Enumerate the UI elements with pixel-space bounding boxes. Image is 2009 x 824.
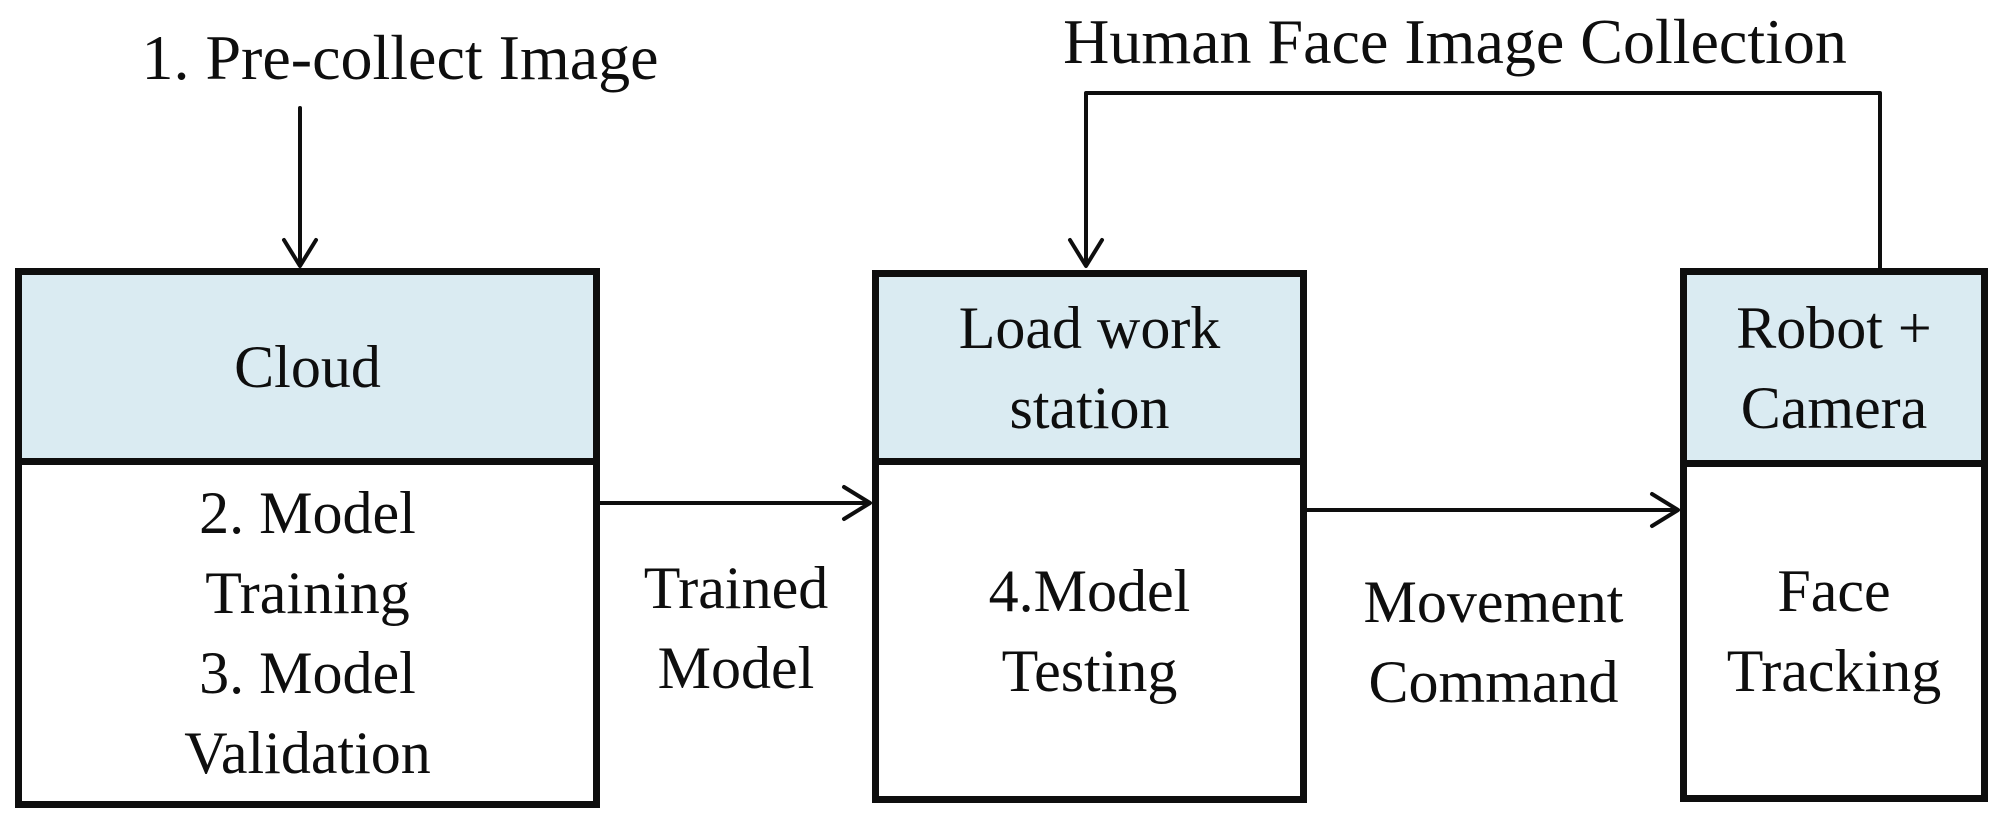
cloud-step-2-training: Training xyxy=(205,560,410,626)
precollect-image-label: 1. Pre-collect Image xyxy=(100,22,700,94)
load-work-station-header: Load work station xyxy=(879,277,1300,465)
load-work-station-body: 4.Model Testing xyxy=(879,465,1300,796)
feedback-line-face-collection xyxy=(1068,91,1882,272)
cloud-box-body: 2. Model Training 3. Model Validation xyxy=(22,465,593,801)
cloud-box-title: Cloud xyxy=(234,333,381,400)
cloud-box-header: Cloud xyxy=(22,275,593,465)
cloud-step-2-model: 2. Model xyxy=(199,480,416,546)
load-work-station-title-line2: station xyxy=(1009,374,1170,441)
station-step-4-testing: Testing xyxy=(1001,637,1178,704)
robot-camera-body: Face Tracking xyxy=(1687,467,1981,795)
robot-camera-title-line2: Camera xyxy=(1740,374,1928,441)
trained-model-label: Trained Model xyxy=(600,548,872,708)
movement-command-label: Movement Command xyxy=(1307,562,1680,722)
load-work-station-title-line1: Load work xyxy=(958,294,1221,361)
movement-command-text-line1: Movement xyxy=(1363,569,1624,635)
cloud-step-3-validation: Validation xyxy=(184,720,431,786)
cloud-step-3-model: 3. Model xyxy=(199,640,416,706)
human-face-collection-text: Human Face Image Collection xyxy=(1063,6,1847,77)
human-face-collection-label: Human Face Image Collection xyxy=(1030,6,1880,78)
precollect-image-text: 1. Pre-collect Image xyxy=(141,22,659,93)
trained-model-text-line1: Trained xyxy=(643,555,829,621)
robot-camera-title-line1: Robot + xyxy=(1736,294,1932,361)
robot-face-text: Face xyxy=(1777,558,1891,624)
robot-tracking-text: Tracking xyxy=(1726,638,1942,704)
cloud-box: Cloud 2. Model Training 3. Model Validat… xyxy=(15,268,600,808)
robot-camera-box: Robot + Camera Face Tracking xyxy=(1680,268,1988,802)
load-work-station-box: Load work station 4.Model Testing xyxy=(872,270,1307,803)
arrow-movement-command xyxy=(1305,492,1680,528)
arrow-trained-model xyxy=(598,485,872,521)
station-step-4-model: 4.Model xyxy=(988,557,1191,624)
robot-camera-header: Robot + Camera xyxy=(1687,275,1981,467)
movement-command-text-line2: Command xyxy=(1368,649,1619,715)
trained-model-text-line2: Model xyxy=(657,635,815,701)
arrow-precollect-to-cloud xyxy=(282,106,318,268)
